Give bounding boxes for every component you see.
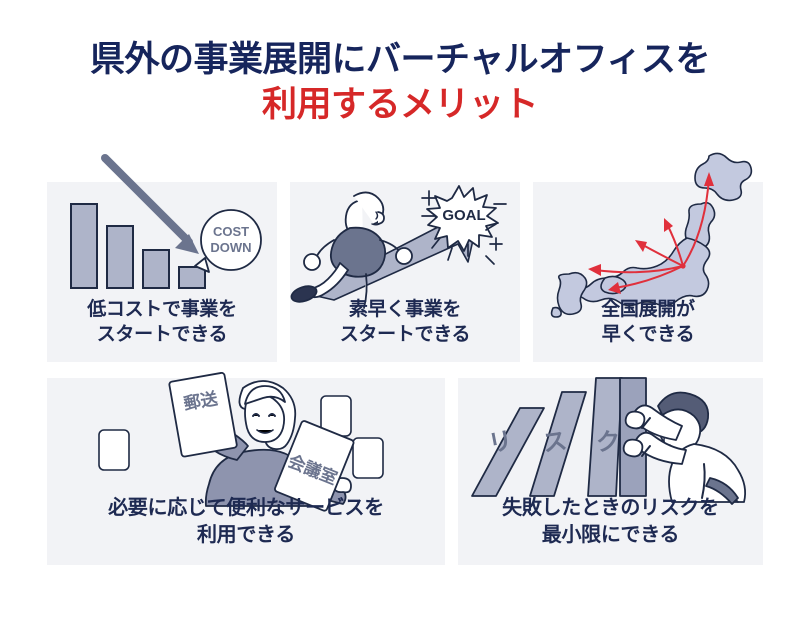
card-label-risk: 失敗したときのリスクを 最小限にできる (458, 495, 763, 549)
domino-char-1: リ (486, 426, 515, 458)
low-cost-illustration: COST DOWN (47, 154, 277, 300)
japan-map-icon (550, 152, 753, 318)
card-label-line-1: 必要に応じて便利なサービスを (108, 497, 384, 519)
benefit-card-risk: リ ス ク (458, 377, 763, 565)
risk-illustration: リ ス ク (458, 377, 763, 505)
card-label-services: 必要に応じて便利なサービスを 利用できる (47, 495, 445, 549)
goal-burst-icon: GOAL (426, 185, 499, 252)
benefit-card-services: 郵送 会議室 必要に応じて便利なサービスを 利用できる (47, 371, 445, 565)
card-label-line-2: スタートできる (339, 324, 471, 346)
domino-char-3: ク (596, 428, 620, 456)
nationwide-illustration (533, 152, 763, 318)
page-title-line-1: 県外の事業展開にバーチャルオフィスを (90, 40, 710, 79)
floating-service-cards (98, 395, 384, 479)
card-label-line-2: 最小限にできる (541, 524, 680, 546)
card-label-line-2: 早くできる (601, 324, 695, 346)
goal-burst-text: GOAL (442, 207, 485, 224)
bar-chart-bars (70, 203, 206, 289)
card-label-line-2: スタートできる (96, 324, 228, 346)
page-title-line-2: 利用するメリット (261, 84, 539, 124)
held-card-meeting-room: 会議室 (274, 420, 355, 512)
card-label-low-cost: 低コストで事業を スタートできる (47, 297, 277, 348)
bubble-text-line-2: DOWN (210, 240, 251, 255)
domino-labels: リ ス ク (486, 426, 620, 458)
benefit-card-low-cost: COST DOWN 低コストで事業を スタートできる (47, 154, 277, 362)
card-label-line-2: 利用できる (196, 524, 296, 546)
card-label-line-1: 失敗したときのリスクを (502, 497, 719, 519)
card-label-nationwide: 全国展開が 早くできる (533, 297, 763, 348)
bubble-text-line-1: COST (213, 224, 249, 239)
services-illustration: 郵送 会議室 (47, 371, 445, 512)
fast-start-illustration: GOAL (290, 182, 520, 309)
held-card-mail: 郵送 (168, 371, 238, 458)
sparkle-marks (421, 190, 507, 265)
page-title: 県外の事業展開にバーチャルオフィスを 利用するメリット (0, 38, 800, 128)
running-person-icon (290, 191, 413, 309)
card-label-line-1: 全国展開が (601, 298, 695, 320)
man-pushing-icon (622, 391, 747, 505)
benefit-card-nationwide: 全国展開が 早くできる (533, 152, 763, 362)
card-label-line-1: 素早く事業を (348, 298, 462, 320)
cost-down-speech-bubble: COST DOWN (194, 209, 262, 273)
card-label-fast-start: 素早く事業を スタートできる (290, 297, 520, 348)
expansion-arrows (588, 172, 714, 294)
benefit-card-fast-start: GOAL 素早く事業を スタ (290, 182, 520, 362)
cost-down-arrow-icon (101, 154, 199, 254)
card-label-line-1: 低コストで事業を (87, 298, 237, 320)
domino-char-2: ス (541, 427, 569, 458)
